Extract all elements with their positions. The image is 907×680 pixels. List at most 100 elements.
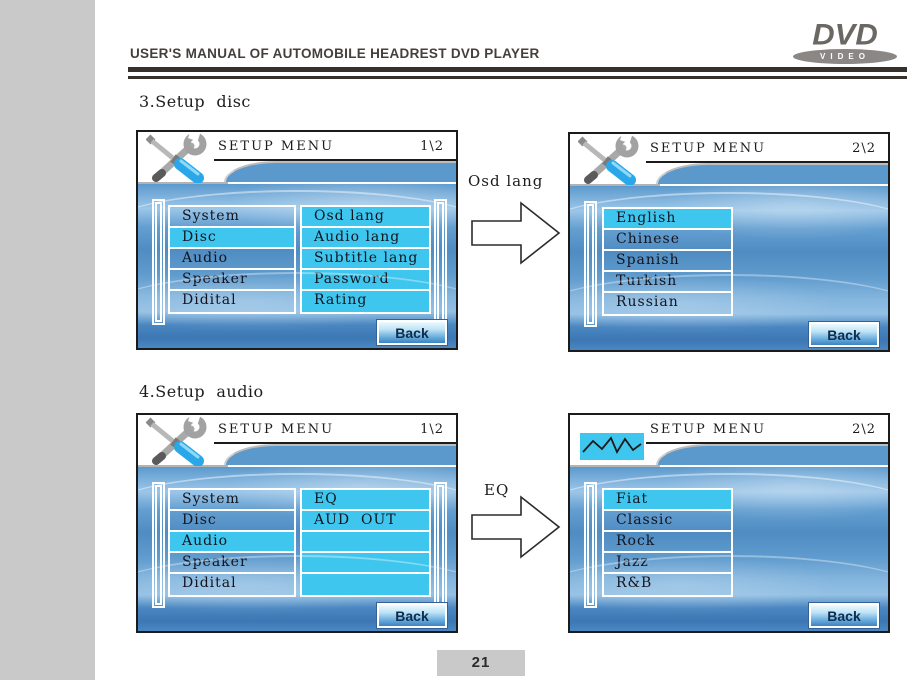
menu-item-didital[interactable]: Didital (182, 292, 237, 308)
tools-icon (577, 127, 644, 190)
dvd-video-badge: VIDEO (793, 49, 897, 64)
header-rule-thick (128, 67, 907, 72)
menu-item-audio[interactable]: Audio (170, 249, 294, 270)
menu-item-empty (302, 532, 429, 553)
header-tab-edge (138, 465, 228, 467)
screen-header: SETUP MENU 1\2 (138, 125, 456, 184)
menu-item-osd-lang[interactable]: Osd lang (302, 207, 429, 228)
header-underline (646, 161, 888, 163)
menu-item-jazz[interactable]: Jazz (604, 553, 731, 574)
page-number: 21 (437, 650, 525, 676)
menu-item-subtitle-lang[interactable]: Subtitle lang (302, 249, 429, 270)
menu-item-fiat[interactable]: Fiat (604, 490, 731, 511)
tools-icon (145, 125, 212, 188)
header-underline (214, 442, 456, 444)
header-curve (224, 444, 456, 465)
setup-screen-osd-lang-page2: SETUP MENU 2\2 English Chinese Spanish T… (568, 127, 890, 352)
header-tab-edge (570, 184, 660, 186)
setup-screen-disc-page1: SETUP MENU 1\2 System Disc Audio Speaker… (136, 125, 458, 350)
back-button[interactable]: Back (377, 603, 447, 628)
section-heading-setup-disc: 3.Setup disc (139, 92, 251, 111)
menu-item-speaker[interactable]: Speaker (170, 553, 294, 574)
screen-title: SETUP MENU (218, 139, 335, 154)
transition-label-osd-lang: Osd lang (468, 172, 544, 190)
menu-item-didital[interactable]: Didital (182, 575, 237, 591)
screen-header: SETUP MENU 2\2 (570, 415, 888, 467)
screen-body: English Chinese Spanish Turkish Russian … (570, 186, 888, 350)
back-button[interactable]: Back (809, 322, 879, 347)
language-menu-column: English Chinese Spanish Turkish Russian (602, 207, 733, 316)
menu-item-speaker[interactable]: Speaker (170, 270, 294, 291)
menu-item-disc[interactable]: Disc (170, 511, 294, 532)
menu-item-system[interactable]: System (170, 207, 294, 228)
setup-screen-audio-page1: SETUP MENU 1\2 System Disc Audio Speaker… (136, 408, 458, 633)
section-heading-setup-audio: 4.Setup audio (139, 382, 264, 401)
menu-item-english[interactable]: English (604, 209, 731, 230)
menu-item-system[interactable]: System (170, 490, 294, 511)
menu-item-audio-lang[interactable]: Audio lang (302, 228, 429, 249)
equalizer-waveform-icon (580, 433, 644, 465)
menu-item-spanish[interactable]: Spanish (604, 251, 731, 272)
scrollbar-left[interactable] (584, 201, 597, 327)
main-menu-column: System Disc Audio Speaker Didital (168, 488, 296, 597)
header-curve (224, 161, 456, 182)
screen-header: SETUP MENU 1\2 (138, 408, 456, 467)
screen-title: SETUP MENU (218, 422, 335, 437)
header-rule-thin (128, 76, 907, 79)
back-button[interactable]: Back (809, 603, 879, 628)
right-arrow-icon (470, 492, 562, 567)
menu-item-eq[interactable]: EQ (302, 490, 429, 511)
screen-body: Fiat Classic Rock Jazz R&B Back (570, 467, 888, 631)
menu-item-audio[interactable]: Audio (170, 532, 294, 553)
menu-item-rock[interactable]: Rock (604, 532, 731, 553)
sub-menu-column: EQ AUD OUT (300, 488, 431, 597)
screen-header: SETUP MENU 2\2 (570, 127, 888, 186)
header-underline (646, 442, 888, 444)
header-tab-edge (138, 182, 228, 184)
menu-item-empty (302, 574, 429, 595)
main-menu-column: System Disc Audio Speaker Didital (168, 205, 296, 314)
manual-header-title: USER'S MANUAL OF AUTOMOBILE HEADREST DVD… (130, 46, 540, 61)
page-indicator: 1\2 (420, 139, 444, 154)
transition-label-eq: EQ (484, 481, 510, 499)
sub-menu-column: Osd lang Audio lang Subtitle lang Passwo… (300, 205, 431, 314)
screen-title: SETUP MENU (650, 422, 767, 437)
menu-item-aud-out[interactable]: AUD OUT (302, 511, 429, 532)
setup-screen-eq-page2: SETUP MENU 2\2 Fiat Classic Rock Jazz R&… (568, 413, 890, 633)
scrollbar-thumb (155, 485, 162, 605)
scrollbar-left[interactable] (152, 199, 165, 325)
menu-item-disc[interactable]: Disc (170, 228, 294, 249)
header-underline (214, 159, 456, 161)
eq-preset-menu-column: Fiat Classic Rock Jazz R&B (602, 488, 733, 597)
scrollbar-left[interactable] (584, 482, 597, 608)
menu-item-turkish[interactable]: Turkish (604, 272, 731, 293)
dvd-logo-text: DVD (812, 17, 878, 52)
scrollbar-thumb (587, 204, 594, 324)
page-indicator: 2\2 (852, 141, 876, 156)
page-indicator: 1\2 (420, 422, 444, 437)
dvd-video-logo: DVD VIDEO (788, 20, 902, 64)
scrollbar-thumb (587, 485, 594, 605)
header-curve (656, 444, 888, 465)
back-button[interactable]: Back (377, 320, 447, 345)
page-left-margin-bar (0, 0, 95, 680)
menu-item-password[interactable]: Password (302, 270, 429, 291)
header-tab-edge (570, 465, 660, 467)
tools-icon (145, 408, 212, 471)
scrollbar-thumb (155, 202, 162, 322)
menu-item-russian[interactable]: Russian (616, 294, 679, 310)
scrollbar-right[interactable] (434, 199, 447, 325)
right-arrow-icon (470, 198, 562, 273)
screen-body: System Disc Audio Speaker Didital EQ AUD… (138, 467, 456, 631)
menu-item-chinese[interactable]: Chinese (604, 230, 731, 251)
scrollbar-right[interactable] (434, 482, 447, 608)
menu-item-empty (302, 553, 429, 574)
scrollbar-left[interactable] (152, 482, 165, 608)
menu-item-rnb[interactable]: R&B (616, 575, 653, 591)
page-indicator: 2\2 (852, 422, 876, 437)
screen-title: SETUP MENU (650, 141, 767, 156)
header-curve (656, 163, 888, 184)
screen-body: System Disc Audio Speaker Didital Osd la… (138, 184, 456, 348)
menu-item-classic[interactable]: Classic (604, 511, 731, 532)
menu-item-rating[interactable]: Rating (302, 291, 429, 312)
